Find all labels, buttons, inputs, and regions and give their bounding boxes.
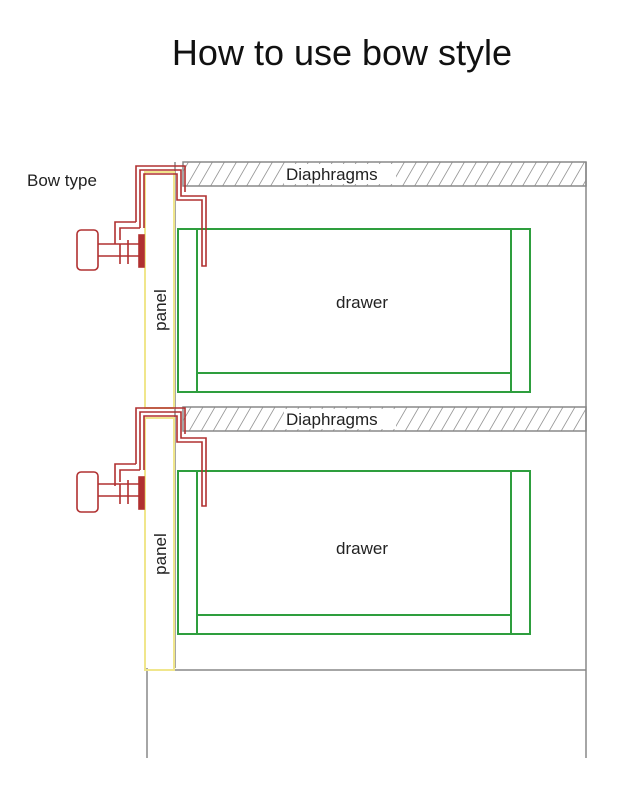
drawer-bottom-label: drawer <box>336 539 388 558</box>
panel-bottom <box>144 417 175 671</box>
bow-hardware-bottom <box>76 407 207 513</box>
panel-bottom-label: panel <box>151 533 170 575</box>
panel-top-label: panel <box>151 289 170 331</box>
diaphragm-middle <box>182 406 587 432</box>
drawer-top <box>177 228 531 393</box>
page-title: How to use bow style <box>171 32 513 73</box>
drawer-bottom <box>177 470 531 635</box>
cabinet-frame <box>146 162 587 758</box>
diaphragm-top-label: Diaphragms <box>286 165 378 184</box>
bow-type-label: Bow type <box>27 171 97 190</box>
diaphragm-middle-label: Diaphragms <box>286 410 378 429</box>
drawer-top-label: drawer <box>336 293 388 312</box>
diaphragm-top <box>182 161 587 187</box>
bow-hardware-top <box>76 165 207 271</box>
